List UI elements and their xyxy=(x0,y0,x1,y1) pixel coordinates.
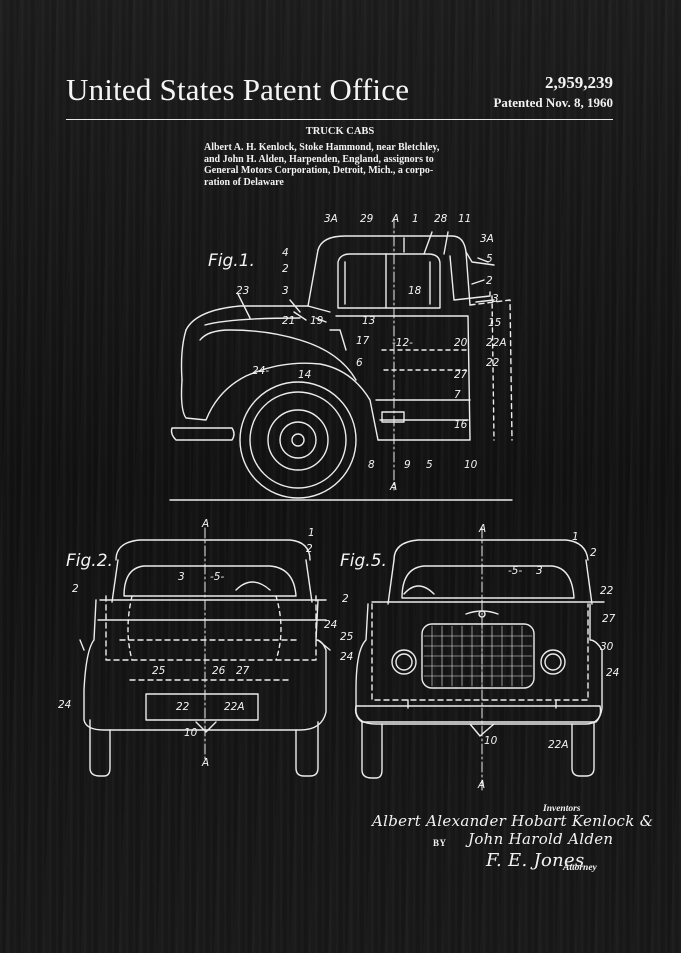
ref-label: 19 xyxy=(310,315,324,327)
ref-label: A xyxy=(389,481,397,493)
ref-label: 28 xyxy=(434,213,448,225)
ref-label: 24 xyxy=(324,619,337,631)
ref-label: 22A xyxy=(486,337,507,349)
by-label: BY xyxy=(433,838,447,848)
ref-label: 2 xyxy=(342,593,349,605)
ref-label: -12- xyxy=(392,337,413,349)
ref-label: 25 xyxy=(152,665,166,677)
ref-label: 7 xyxy=(454,389,461,401)
figure-label: Fig.5. xyxy=(340,551,387,571)
ref-label: 3 xyxy=(282,285,289,297)
ref-label: 2 xyxy=(590,547,597,559)
ref-label: 22A xyxy=(548,739,569,751)
ref-label: 2 xyxy=(72,583,79,595)
ref-label: 10 xyxy=(464,459,478,471)
ref-label: -5- xyxy=(508,565,522,577)
ref-label: 24- xyxy=(252,365,269,377)
ref-label: 2 xyxy=(282,263,289,275)
ref-label: 10 xyxy=(184,727,198,739)
figure-label: Fig.2. xyxy=(66,551,113,571)
inventor-signature-2: John Harold Alden xyxy=(468,830,614,848)
ref-label: 9 xyxy=(404,459,411,471)
attorney-signature: F. E. Jones xyxy=(486,850,585,871)
ref-label: -5- xyxy=(210,571,224,583)
ref-label: 18 xyxy=(408,285,422,297)
ref-label: 24 xyxy=(606,667,619,679)
ref-label: 6 xyxy=(356,357,363,369)
ref-label: 1 xyxy=(572,531,579,543)
ref-label: 24 xyxy=(58,699,71,711)
ref-label: 22 xyxy=(600,585,614,597)
ref-label: 5 xyxy=(426,459,433,471)
description-line: General Motors Corporation, Detroit, Mic… xyxy=(204,165,434,176)
ref-label: 30 xyxy=(600,641,614,653)
ref-label: 22 xyxy=(176,701,190,713)
ref-label: 25 xyxy=(340,631,354,643)
office-title: United States Patent Office xyxy=(66,72,410,107)
ref-label: 3A xyxy=(480,233,494,245)
patent-subject: TRUCK CABS xyxy=(305,126,375,137)
ref-label: 3 xyxy=(178,571,185,583)
patent-number: 2,959,239 xyxy=(545,73,613,92)
description-line: ration of Delaware xyxy=(204,176,284,188)
description-line: Albert A. H. Kenlock, Stoke Hammond, nea… xyxy=(204,142,440,153)
ref-label: 17 xyxy=(356,335,370,347)
ref-label: 27 xyxy=(236,665,250,677)
ref-label: 27 xyxy=(602,613,616,625)
ref-label: 10 xyxy=(484,735,498,747)
ref-label: 22 xyxy=(486,357,500,369)
patent-date: Patented Nov. 8, 1960 xyxy=(493,95,613,110)
ref-label: 4 xyxy=(282,247,289,259)
ref-label: 11 xyxy=(458,213,471,225)
ref-label: 13 xyxy=(362,315,375,327)
ref-label: 14 xyxy=(298,369,311,381)
ref-label: A xyxy=(391,213,399,225)
ref-label: 2 xyxy=(306,543,313,555)
ref-label: A xyxy=(201,757,209,769)
ref-label: 20 xyxy=(454,337,468,349)
ref-label: A xyxy=(477,779,485,791)
description-line: and John H. Alden, Harpenden, England, a… xyxy=(204,153,434,165)
ref-label: 23 xyxy=(236,285,249,297)
ref-label: A xyxy=(478,523,486,535)
ref-label: 27 xyxy=(454,369,468,381)
figure-2-front-frame xyxy=(79,527,331,777)
ref-label: 22A xyxy=(224,701,245,713)
ref-label: 26 xyxy=(212,665,226,677)
ref-label: 2 xyxy=(486,275,493,287)
figure-1-side-view xyxy=(169,217,513,501)
ref-label: 16 xyxy=(454,419,468,431)
figure-label: Fig.1. xyxy=(208,251,255,271)
ref-label: 5 xyxy=(486,253,493,265)
ref-label: 1 xyxy=(308,527,315,539)
figure-5-front-view xyxy=(354,527,605,791)
ref-label: 1 xyxy=(412,213,419,225)
ref-label: 3 xyxy=(536,565,543,577)
inventor-signature-1: Albert Alexander Hobart Kenlock & xyxy=(372,812,654,830)
inventors-label: Inventors xyxy=(543,804,581,814)
header-rule xyxy=(66,119,613,120)
ref-label: 29 xyxy=(360,213,374,225)
attorney-label: Attorney xyxy=(563,863,597,873)
patent-description: Albert A. H. Kenlock, Stoke Hammond, nea… xyxy=(204,142,474,188)
ref-label: 3A xyxy=(324,213,338,225)
ref-label: 15 xyxy=(488,317,502,329)
ref-label: 3 xyxy=(492,293,499,305)
ref-label: 21 xyxy=(282,315,295,327)
ref-label: 24 xyxy=(340,651,353,663)
ref-label: A xyxy=(201,518,209,530)
ref-label: 8 xyxy=(368,459,375,471)
